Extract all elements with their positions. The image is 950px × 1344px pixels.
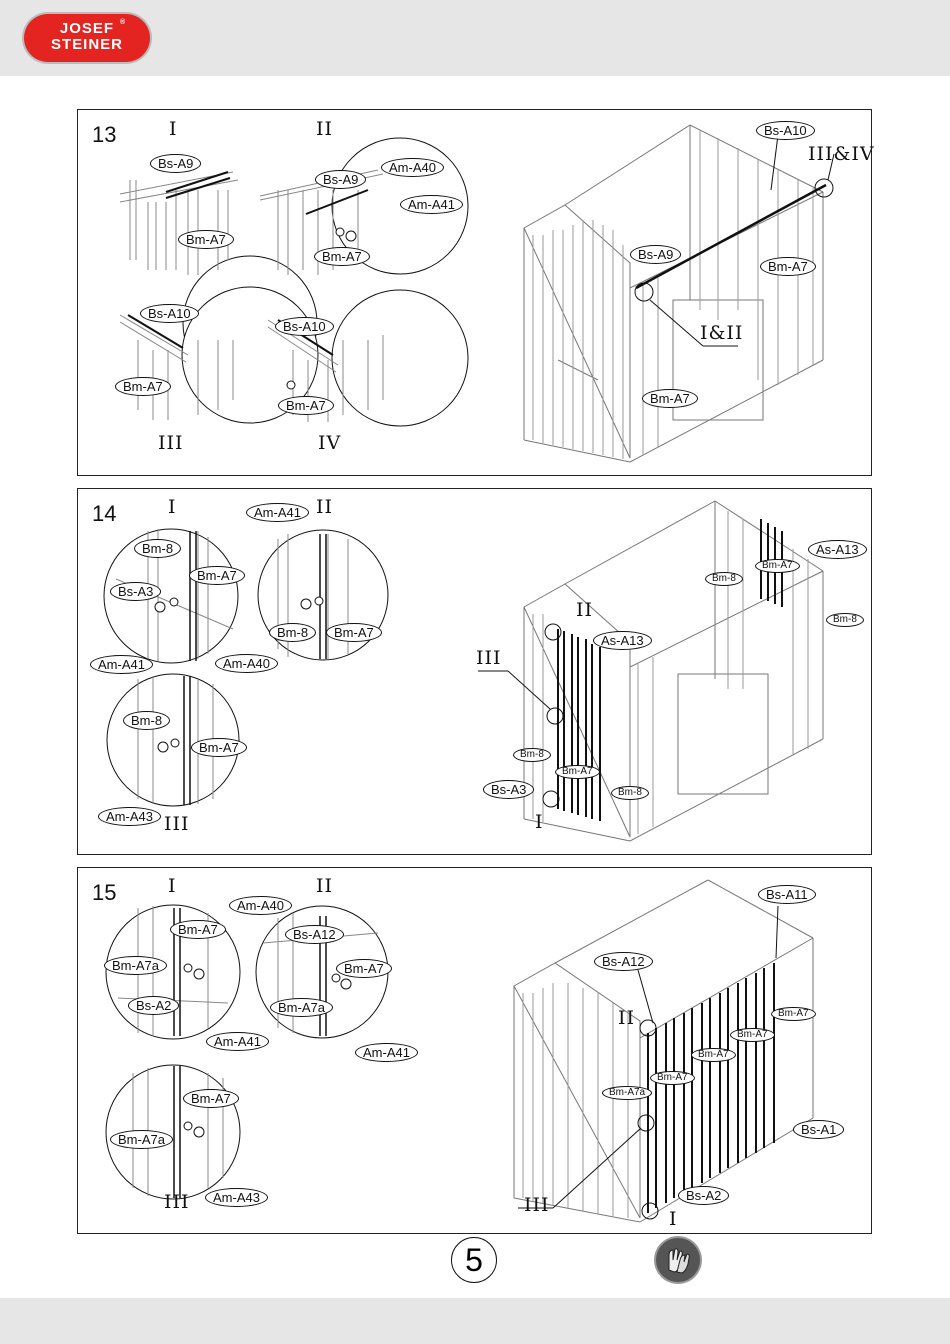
part-label: Am-A40 bbox=[229, 896, 292, 915]
part-label: Bs-A3 bbox=[110, 582, 162, 601]
part-label: Am-A40 bbox=[215, 654, 278, 673]
part-label: Bm-A7 bbox=[755, 559, 800, 573]
part-label: Bm-A7 bbox=[650, 1071, 695, 1085]
step-15-drawing bbox=[105, 879, 814, 1223]
part-label: As-A13 bbox=[808, 540, 867, 559]
part-label: Bs-A9 bbox=[630, 245, 682, 264]
step-15-detail-label-3: III bbox=[164, 1191, 190, 1213]
part-label: Bm-A7 bbox=[115, 377, 171, 396]
step-15-detail-label-2: II bbox=[316, 875, 334, 897]
step-13-detail-label-2: II bbox=[316, 118, 334, 140]
part-label: Am-A41 bbox=[400, 195, 463, 214]
part-label: Bm-A7 bbox=[730, 1028, 775, 1042]
part-label: Bm-A7a bbox=[110, 1130, 173, 1149]
part-label: Bm-8 bbox=[134, 539, 182, 558]
part-label: Bm-A7 bbox=[555, 765, 600, 779]
part-label: Bm-A7 bbox=[642, 389, 698, 408]
step-14-detail-label-3: III bbox=[164, 813, 190, 835]
part-label: Bm-A7a bbox=[602, 1086, 653, 1100]
page-number: 5 bbox=[451, 1237, 497, 1283]
part-label: Bs-A3 bbox=[483, 780, 535, 799]
part-label: Bm-8 bbox=[611, 786, 649, 800]
step-13-detail-label-3: III bbox=[158, 432, 184, 454]
part-label: Bm-8 bbox=[123, 711, 171, 730]
step-13-detail-label-1: I bbox=[169, 118, 178, 140]
step-13-panel: 13 I II III IV III&IV I&II Bs-A9 Bm-A7 B… bbox=[77, 109, 875, 476]
part-label: Bm-A7 bbox=[771, 1007, 816, 1021]
part-label: Bs-A11 bbox=[758, 885, 816, 904]
brand-registered-mark: ® bbox=[120, 19, 126, 26]
step-14-view-label-1: I bbox=[535, 811, 544, 833]
part-label: Bs-A9 bbox=[150, 154, 202, 173]
part-label: As-A13 bbox=[593, 631, 652, 650]
part-label: Bm-A7 bbox=[183, 1089, 239, 1108]
part-label: Bm-A7 bbox=[314, 247, 370, 266]
step-14-detail-label-1: I bbox=[168, 496, 177, 518]
step-13-number: 13 bbox=[92, 122, 117, 147]
part-label: Am-A40 bbox=[381, 158, 444, 177]
step-15-detail-label-1: I bbox=[168, 875, 177, 897]
part-label: Am-A41 bbox=[90, 655, 153, 674]
part-label: Bm-A7 bbox=[760, 257, 816, 276]
step-15-number: 15 bbox=[92, 880, 117, 905]
part-label: Bm-8 bbox=[269, 623, 317, 642]
part-label: Bm-A7 bbox=[326, 623, 382, 642]
part-label: Bm-A7 bbox=[278, 396, 334, 415]
step-14-view-label-2: II bbox=[576, 599, 594, 621]
part-label: Bm-A7 bbox=[189, 566, 245, 585]
part-label: Bm-A7 bbox=[691, 1048, 736, 1062]
step-13-view-label-12: I&II bbox=[700, 322, 744, 344]
header-bar bbox=[0, 0, 950, 76]
gloves-icon bbox=[656, 1238, 700, 1282]
step-13-detail-label-4: IV bbox=[318, 432, 342, 454]
part-label: Bs-A9 bbox=[315, 170, 367, 189]
step-14-drawing bbox=[103, 500, 824, 842]
part-label: Bm-8 bbox=[705, 572, 743, 586]
part-label: Bm-A7a bbox=[270, 998, 333, 1017]
part-label: Bs-A2 bbox=[128, 996, 180, 1015]
step-15-panel: 15 I II III II III I Am-A40 Bm-A7 Bm-A7a… bbox=[77, 867, 872, 1234]
part-label: Bm-A7 bbox=[191, 738, 247, 757]
footer-bar bbox=[0, 1298, 950, 1344]
step-15-view-label-1: I bbox=[669, 1208, 678, 1230]
part-label: Bs-A12 bbox=[594, 952, 653, 971]
part-label: Bs-A10 bbox=[140, 304, 199, 323]
step-14-number: 14 bbox=[92, 501, 117, 526]
part-label: Bm-A7 bbox=[336, 959, 392, 978]
part-label: Bm-A7a bbox=[104, 956, 167, 975]
step-15-view-label-2: II bbox=[618, 1007, 636, 1029]
part-label: Bs-A10 bbox=[756, 121, 815, 140]
part-label: Bs-A10 bbox=[275, 317, 334, 336]
step-14-panel: 14 I II III II III I Bm-8 Bm-A7 Bs-A3 Am… bbox=[77, 488, 872, 855]
brand-line2: STEINER bbox=[50, 36, 123, 53]
part-label: Bs-A1 bbox=[793, 1120, 845, 1139]
part-label: Am-A41 bbox=[206, 1032, 269, 1051]
part-label: Bm-A7 bbox=[170, 920, 226, 939]
part-label: Bs-A2 bbox=[678, 1186, 730, 1205]
part-label: Am-A41 bbox=[246, 503, 309, 522]
part-label: Am-A41 bbox=[355, 1043, 418, 1062]
part-label: Bm-A7 bbox=[178, 230, 234, 249]
part-label: Am-A43 bbox=[98, 807, 161, 826]
part-label: Bm-8 bbox=[826, 613, 864, 627]
step-14-detail-label-2: II bbox=[316, 496, 334, 518]
brand-logo: JOSEF STEINER ® bbox=[24, 14, 150, 62]
brand-line1: JOSEF bbox=[59, 20, 115, 37]
step-13-view-label-34: III&IV bbox=[808, 143, 875, 165]
gloves-icon-glyph bbox=[668, 1248, 690, 1274]
step-15-view-label-3: III bbox=[524, 1194, 550, 1216]
part-label: Am-A43 bbox=[205, 1188, 268, 1207]
part-label: Bs-A12 bbox=[285, 925, 344, 944]
step-14-view-label-3: III bbox=[476, 647, 502, 669]
part-label: Bm-8 bbox=[513, 748, 551, 762]
